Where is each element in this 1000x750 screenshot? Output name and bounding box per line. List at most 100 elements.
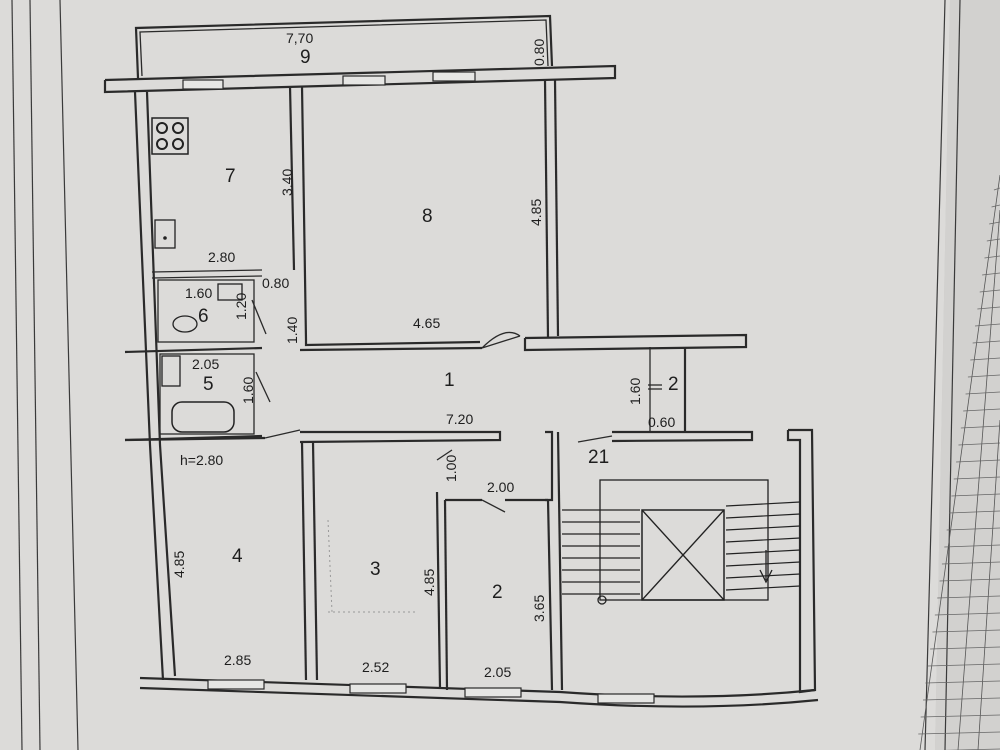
grid-row-line [970,357,1000,361]
stair-step [725,525,801,531]
grid-row-line [974,323,1000,327]
bath-height: 1.60 [240,377,256,404]
grid-row-line [939,578,1000,582]
room-2-number: 2 [492,582,503,603]
stair-step [725,561,801,567]
room-7-number: 7 [225,166,236,187]
stair-step [725,585,801,591]
wc-room [157,279,267,343]
balcony-depth: 0.80 [531,39,547,66]
grid-row-line [984,255,1000,259]
grid-rows [918,187,1000,750]
frame-line-right-outer [944,0,961,750]
room-1-number: 1 [444,370,455,391]
bottom-wall [139,676,819,708]
balcony-outline [134,14,554,79]
room4-height: 4.85 [171,551,187,578]
room-4-number: 4 [232,546,243,567]
room8-walls [299,79,748,352]
room-2-corridor-number: 2 [668,374,679,395]
elevator [641,509,725,601]
kitchen-width: 2.80 [208,249,235,265]
grid-row-line [982,272,1000,276]
window-stair [597,693,655,704]
bathtub [171,401,235,433]
bath-width: 2.05 [192,356,219,372]
hall-length: 7.20 [446,411,473,427]
room2-top-width: 2.00 [487,479,514,495]
room-9-number: 9 [300,47,311,68]
grid-row-line [925,680,1000,684]
room2-width: 2.05 [484,664,511,680]
grid-row-line [972,340,1000,344]
grid-row-line [946,527,1000,531]
room4-width: 2.85 [224,652,251,668]
window-room3 [349,683,407,694]
hall-small-dim: 1.40 [284,317,300,344]
window-room2 [464,687,522,698]
grid-row-line [993,187,1000,191]
stove [151,117,189,155]
grid-table [919,174,1000,750]
stair-step [725,501,801,507]
frame-line-margin [59,0,79,750]
room8-width: 4.65 [413,315,440,331]
wc-door-width: 0.80 [262,275,289,291]
room-3-number: 3 [370,559,381,580]
frame-line-left-inner [29,0,41,750]
room2-height: 3.65 [531,595,547,622]
stair-step [725,573,801,579]
grid-row-line [986,238,1000,242]
grid-row-line [967,374,1000,378]
window-room8-a [342,75,386,86]
room-5-number: 5 [203,374,214,395]
stair-step [725,549,801,555]
grid-row-line [937,595,1000,599]
frame-line-left [11,0,23,750]
grid-row-line [920,714,1000,718]
bath-sink [161,355,181,387]
grid-row-line [958,442,1000,446]
grid-row-line [953,476,1000,480]
top-wall [103,64,617,94]
room3-width: 2.52 [362,659,389,675]
grid-row-line [932,629,1000,633]
room3-height: 4.85 [421,569,437,596]
window-kitchen [182,79,224,90]
room-6-number: 6 [198,306,209,327]
grid-row-line [930,646,1000,650]
toilet [172,315,198,333]
room-8-number: 8 [422,206,433,227]
grid-row-line [956,459,1000,463]
window-room4 [207,679,265,690]
room-21-number: 21 [588,447,609,468]
grid-row-line [943,748,1000,750]
grid-row-line [918,731,1000,735]
kitchen-height: 3.40 [279,169,295,196]
grid-row-line [963,408,1000,412]
grid-row-line [960,425,1000,429]
grid-row-line [951,493,1000,497]
grid-row-line [965,391,1000,395]
corridor-height: 1.60 [627,378,643,405]
wc-width: 1.60 [185,285,212,301]
ceiling-height: h=2.80 [180,452,223,468]
wc-height: 1.20 [233,293,249,320]
stair-steps [562,501,801,595]
grid-row-line [949,510,1000,514]
grid-row-line [991,204,1000,208]
grid-row-line [979,289,1000,293]
corridor-width: 0.60 [648,414,675,430]
corridor-2-walls [648,347,687,432]
grid-row-line [923,697,1000,701]
grid-row-line [944,544,1000,548]
grid-row-line [989,221,1000,225]
window-room8-b [432,71,476,82]
bedroom-walls [300,431,564,691]
kitchen-partition [151,85,308,341]
room8-height: 4.85 [528,199,544,226]
grid-row-line [941,561,1000,565]
stair-step [725,537,801,543]
